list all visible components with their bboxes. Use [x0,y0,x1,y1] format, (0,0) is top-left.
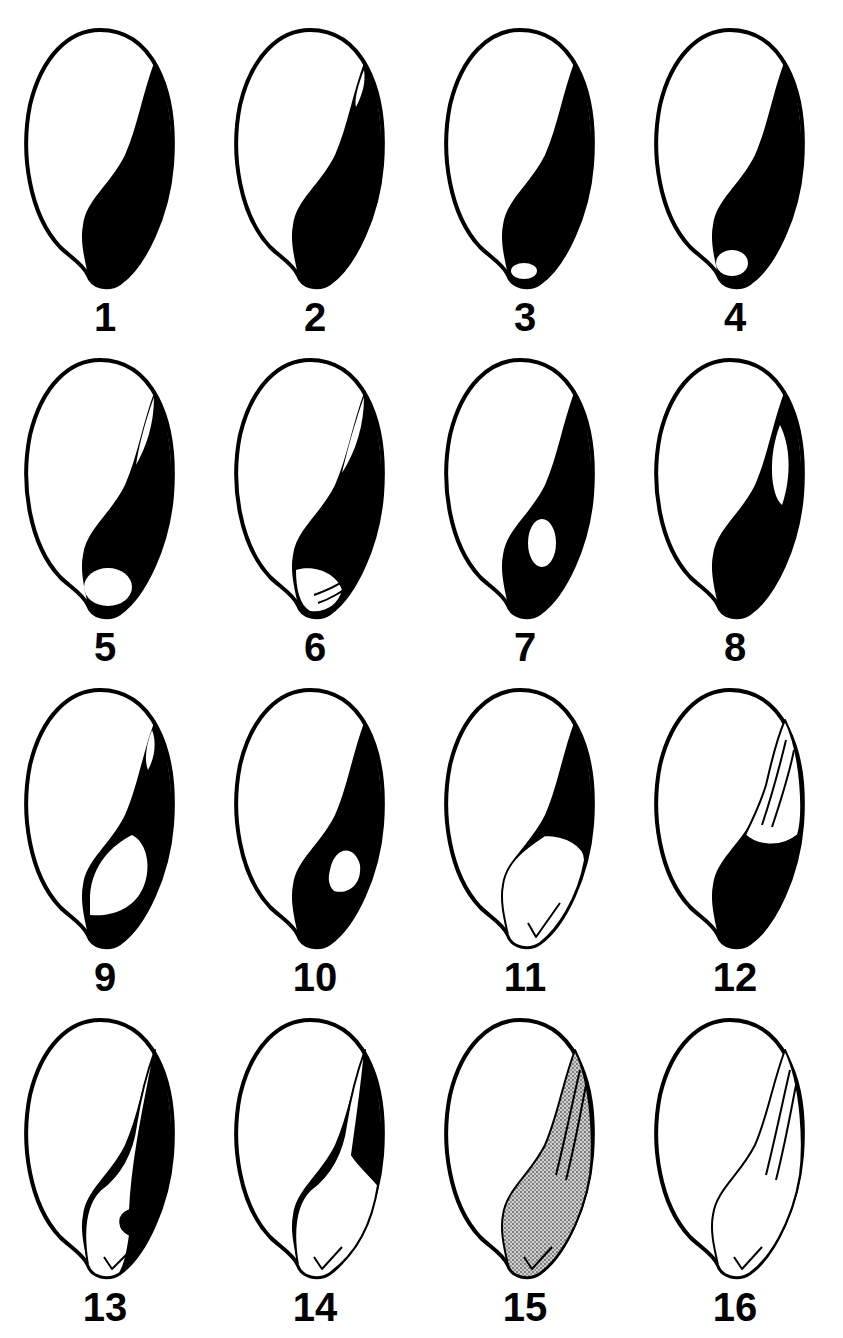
seed-figure [26,690,173,947]
seed-figure [656,30,803,287]
seed-figure [656,1020,803,1277]
seed-figure [26,1020,173,1277]
callout-number: 12 [713,957,758,997]
seed-figure [446,360,593,617]
callout-number: 7 [514,627,536,667]
callout-number: 11 [504,957,546,997]
seed-figure [236,30,383,287]
callout-number: 5 [94,627,116,667]
seed-figure [236,690,383,947]
seed-figure [446,30,593,287]
callout-number: 13 [83,1287,128,1327]
callout-number: 8 [724,627,746,667]
callout-number: 2 [304,297,326,337]
callout-number: 16 [713,1287,758,1327]
seed-figure [236,1020,383,1277]
callout-number: 15 [503,1287,548,1327]
seed-figure [656,690,803,947]
callout-number: 9 [94,957,116,997]
seed-figure [26,360,173,617]
callout-number: 10 [293,957,338,997]
seed-figure [446,690,593,947]
callout-number: 1 [94,297,116,337]
seed-figure [26,30,173,287]
seed-figure [236,360,383,617]
callout-number: 6 [304,627,326,667]
callout-number: 4 [724,297,746,337]
callout-number: 3 [514,297,536,337]
seed-figure [656,360,803,617]
seed-figure [446,1020,593,1277]
callout-number: 14 [293,1287,338,1327]
